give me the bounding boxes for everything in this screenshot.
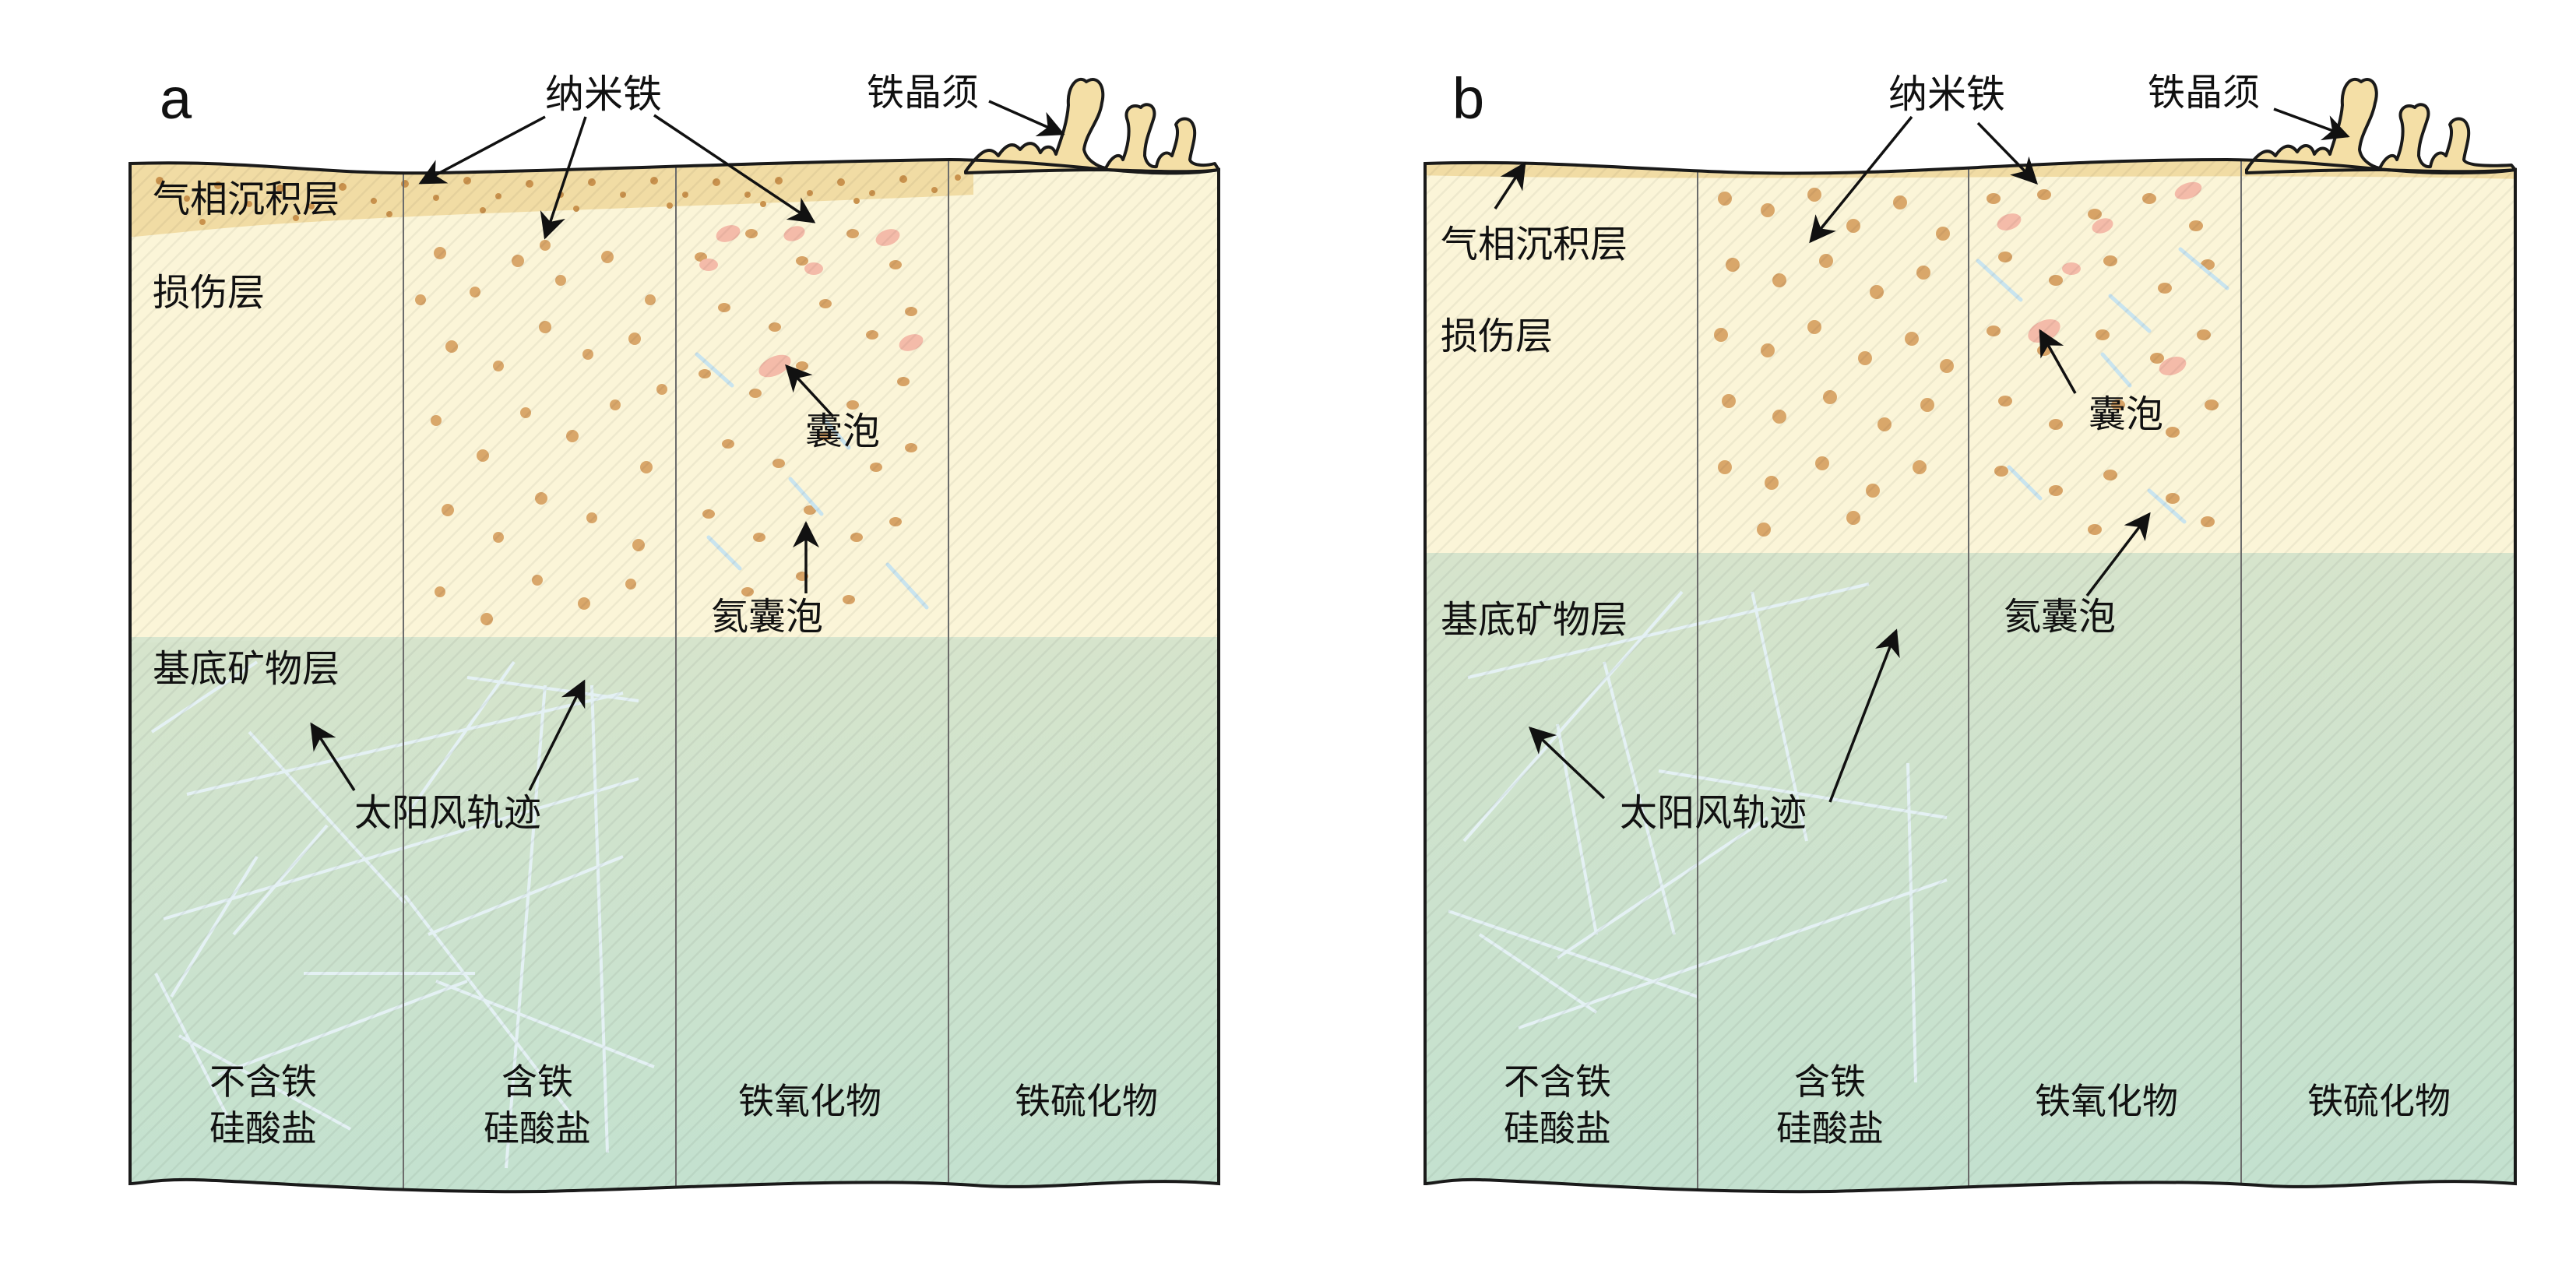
labels-a: a 纳米铁 铁晶须 气相沉积层 损伤层 囊泡 氦囊泡 基底矿物层 太阳风轨迹 不…	[153, 66, 1158, 1149]
arrows-b	[1494, 107, 2350, 803]
panel-a: a 纳米铁 铁晶须 气相沉积层 损伤层 囊泡 氦囊泡 基底矿物层 太阳风轨迹 不…	[128, 66, 1220, 1194]
arrows-a	[310, 100, 1065, 791]
label-solar-tracks-b: 太阳风轨迹	[1620, 791, 1807, 835]
label-vapor-layer-b: 气相沉积层	[1441, 223, 1628, 266]
col-b1-line1: 不含铁	[1504, 1061, 1611, 1103]
col-a1-line1: 不含铁	[209, 1061, 317, 1103]
col-a1-line2: 硅酸盐	[209, 1107, 317, 1149]
label-whisker-a: 铁晶须	[867, 71, 979, 114]
col-a2-line1: 含铁	[501, 1061, 573, 1103]
col-b1-line2: 硅酸盐	[1504, 1107, 1611, 1149]
label-solar-tracks-a: 太阳风轨迹	[354, 791, 541, 835]
label-damage-layer-b: 损伤层	[1441, 315, 1553, 358]
col-b2-line1: 含铁	[1794, 1061, 1866, 1103]
col-b4-line1: 铁硫化物	[2307, 1080, 2451, 1122]
label-substrate-b: 基底矿物层	[1441, 598, 1628, 642]
outline-a	[128, 157, 1220, 1194]
label-substrate-a: 基底矿物层	[153, 647, 340, 691]
panel-b: b 纳米铁 铁晶须 气相沉积层 损伤层 囊泡 氦囊泡 基底矿物层 太阳风轨迹 不…	[1423, 66, 2517, 1194]
col-a2-line2: 硅酸盐	[484, 1107, 591, 1149]
label-whisker-b: 铁晶须	[2148, 71, 2260, 114]
label-damage-layer-a: 损伤层	[153, 271, 265, 315]
col-b3-line1: 铁氧化物	[2035, 1080, 2178, 1122]
whiskers-b	[2245, 77, 2517, 174]
label-nano-iron-b: 纳米铁	[1888, 72, 2005, 117]
label-he-vesicle-a: 氦囊泡	[711, 595, 823, 639]
whiskers-a	[964, 77, 1220, 174]
labels-b: b 纳米铁 铁晶须 气相沉积层 损伤层 囊泡 氦囊泡 基底矿物层 太阳风轨迹 不…	[1441, 66, 2451, 1149]
panel-b-letter: b	[1452, 66, 1484, 131]
label-vesicle-b: 囊泡	[2089, 392, 2163, 436]
label-he-vesicle-b: 氦囊泡	[2004, 595, 2116, 639]
outline-b	[1423, 157, 2517, 1194]
col-a3-line1: 铁氧化物	[738, 1080, 882, 1122]
label-vapor-layer-a: 气相沉积层	[153, 178, 340, 221]
label-vesicle-a: 囊泡	[805, 410, 880, 453]
col-b2-line2: 硅酸盐	[1776, 1107, 1884, 1149]
label-nano-iron-a: 纳米铁	[545, 72, 662, 117]
col-a4-line1: 铁硫化物	[1015, 1080, 1158, 1122]
panel-a-letter: a	[160, 66, 192, 131]
